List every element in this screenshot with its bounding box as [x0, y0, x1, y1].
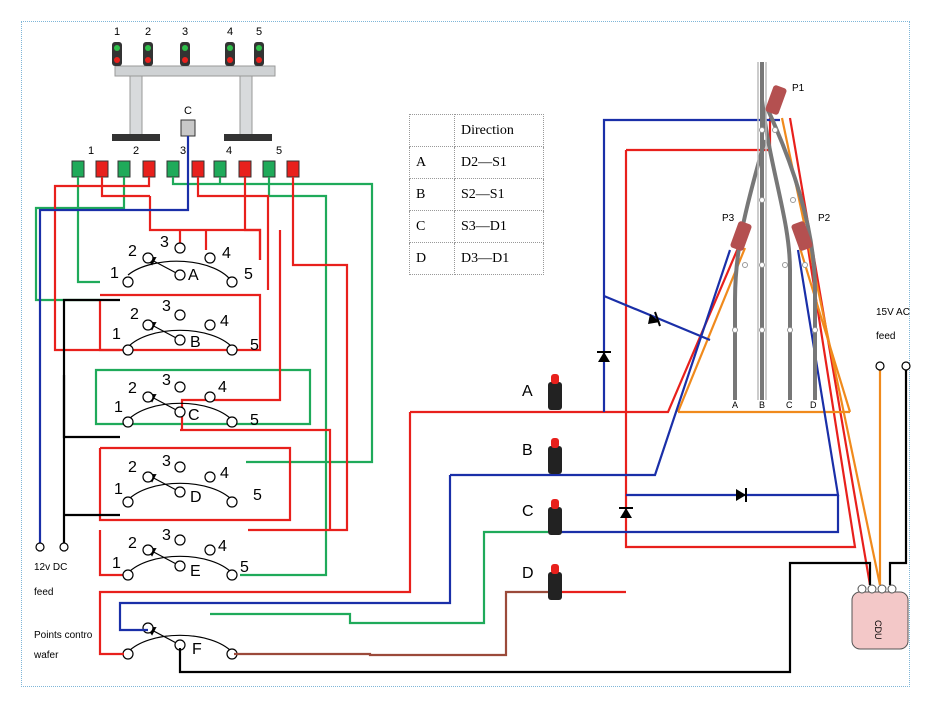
svg-text:B: B	[522, 442, 533, 459]
svg-text:12v DC: 12v DC	[34, 562, 67, 573]
svg-text:P3: P3	[722, 213, 735, 224]
svg-text:1: 1	[110, 265, 119, 282]
table-cell-route: S2—S1	[454, 178, 544, 211]
wafer-letter-e: E	[190, 563, 201, 580]
cdu-unit	[851, 584, 909, 650]
svg-text:1: 1	[114, 481, 123, 498]
svg-text:D: D	[810, 400, 817, 410]
lamp-number-2: 2	[133, 145, 139, 157]
wafer-letter-d: D	[190, 489, 202, 506]
feed-labels: 12v DC feed Points contro wafer 15V AC f…	[33, 307, 910, 661]
ac-feed-terminals	[875, 361, 911, 371]
point-labels: P1 P2 P3	[722, 83, 831, 224]
svg-text:Points contro: Points contro	[34, 630, 93, 641]
svg-text:D: D	[522, 565, 534, 582]
svg-text:feed: feed	[34, 587, 53, 598]
svg-text:5: 5	[250, 337, 259, 354]
signal-number-2: 2	[145, 26, 151, 38]
lamp-number-3: 3	[180, 145, 186, 157]
wafer-rotors	[122, 242, 238, 660]
table-header-row: Direction	[409, 114, 544, 147]
wafer-labels: 1 2 3 4 5 A 1 2 3 4 5 B 1 2 3 4 5 C 1 2 …	[110, 234, 262, 658]
push-buttons	[548, 374, 562, 600]
wafer-letter-c: C	[188, 407, 200, 424]
wafer-letter-b: B	[190, 334, 201, 351]
table-cell-id: A	[409, 146, 455, 179]
svg-text:C: C	[522, 503, 534, 520]
left-wiring	[34, 136, 374, 577]
lamp-number-5: 5	[276, 145, 282, 157]
svg-text:C: C	[786, 400, 793, 410]
svg-text:P2: P2	[818, 213, 831, 224]
svg-text:15V AC: 15V AC	[876, 307, 910, 318]
table-cell-route: S3—D1	[454, 210, 544, 243]
signal-number-1: 1	[114, 26, 120, 38]
table-cell-id: C	[409, 210, 455, 243]
svg-text:3: 3	[162, 527, 171, 544]
svg-text:B: B	[759, 400, 765, 410]
svg-text:4: 4	[218, 379, 227, 396]
table-header-empty	[409, 114, 455, 147]
svg-text:2: 2	[130, 306, 139, 323]
signal-number-3: 3	[182, 26, 188, 38]
svg-text:3: 3	[162, 453, 171, 470]
svg-text:4: 4	[218, 538, 227, 555]
signal-gantry	[112, 42, 276, 141]
table-cell-route: D3—D1	[454, 242, 544, 275]
svg-text:5: 5	[240, 559, 249, 576]
wafer-letter-f: F	[192, 641, 202, 658]
signal-number-5: 5	[256, 26, 262, 38]
c-label: C	[184, 105, 192, 117]
table-cell-id: D	[409, 242, 455, 275]
track-labels: A B C D	[732, 400, 817, 410]
lamp-number-4: 4	[226, 145, 232, 157]
lamp-blocks	[71, 160, 300, 178]
lamp-number-1: 1	[88, 145, 94, 157]
svg-text:wafer: wafer	[33, 650, 59, 661]
button-labels: A B C D	[522, 383, 534, 582]
svg-text:A: A	[732, 400, 738, 410]
svg-text:1: 1	[114, 399, 123, 416]
svg-text:P1: P1	[792, 83, 805, 94]
diodes	[597, 311, 747, 518]
svg-text:A: A	[522, 383, 533, 400]
dc-feed-terminals	[35, 542, 69, 552]
signal-heads	[112, 42, 264, 66]
svg-text:4: 4	[222, 245, 231, 262]
svg-text:2: 2	[128, 459, 137, 476]
svg-text:3: 3	[160, 234, 169, 251]
svg-text:2: 2	[128, 380, 137, 397]
wafer-letter-a: A	[188, 267, 199, 284]
point-motors	[730, 85, 813, 251]
svg-text:4: 4	[220, 465, 229, 482]
svg-text:2: 2	[128, 243, 137, 260]
right-wiring	[98, 117, 908, 674]
c-box	[180, 119, 196, 137]
table-cell-id: B	[409, 178, 455, 211]
svg-text:3: 3	[162, 372, 171, 389]
svg-text:5: 5	[250, 412, 259, 429]
cdu-label: CDU	[873, 620, 883, 640]
table-cell-route: D2—S1	[454, 146, 544, 179]
svg-text:1: 1	[112, 326, 121, 343]
diagram-frame	[21, 21, 910, 687]
table-header-direction: Direction	[454, 114, 544, 147]
svg-text:2: 2	[128, 535, 137, 552]
svg-text:5: 5	[244, 266, 253, 283]
svg-text:4: 4	[220, 313, 229, 330]
svg-text:1: 1	[112, 555, 121, 572]
svg-text:feed: feed	[876, 331, 895, 342]
signal-number-4: 4	[227, 26, 233, 38]
svg-text:5: 5	[253, 487, 262, 504]
svg-text:3: 3	[162, 298, 171, 315]
